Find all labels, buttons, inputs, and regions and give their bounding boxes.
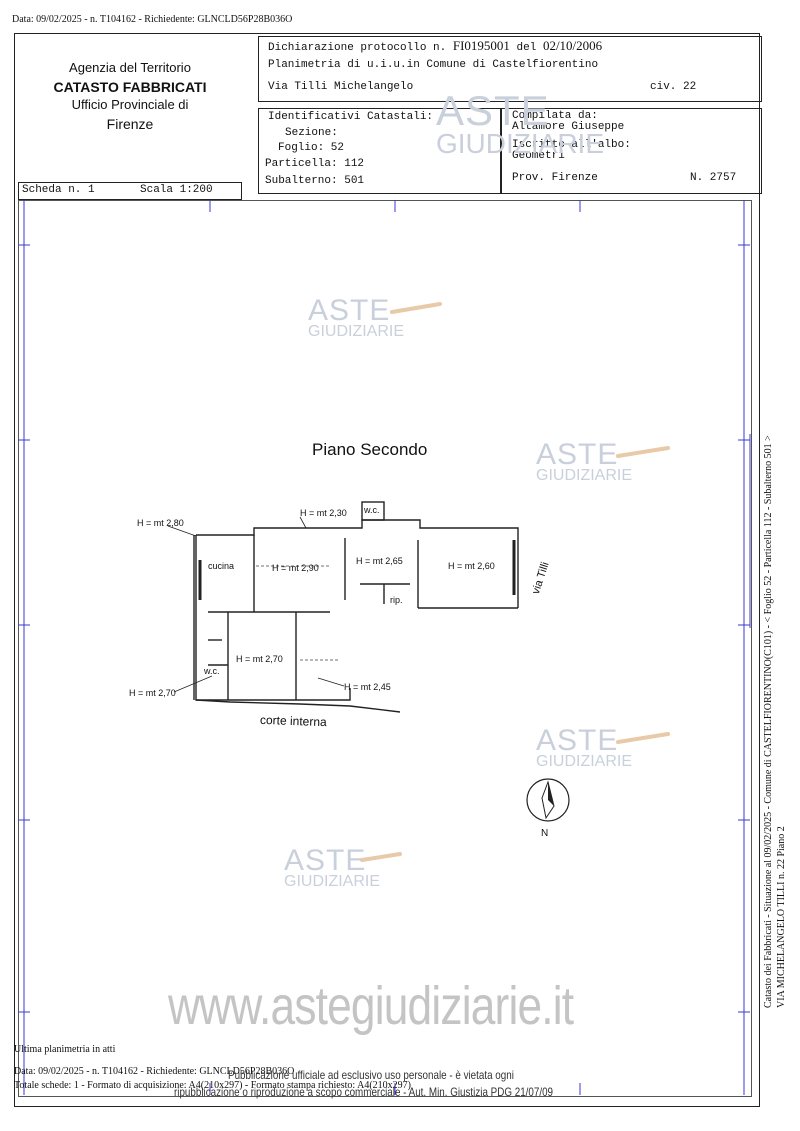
- declaration-line: Dichiarazione protocollo n. FI0195001 de…: [268, 38, 603, 54]
- civic-number: civ. 22: [650, 81, 697, 93]
- publication-notice: ripubblicazione o riproduzione a scopo c…: [174, 1085, 554, 1099]
- side-address: VIA MICHELANGELO TILLI n. 22 Piano 2: [776, 826, 787, 1008]
- footer-totals: Totale schede: 1 - Formato di acquisizio…: [14, 1080, 411, 1091]
- outer-frame: [14, 33, 760, 1107]
- foglio: Foglio: 52: [278, 142, 345, 154]
- particella: Particella: 112: [265, 158, 365, 170]
- watermark-logo: ASTE GIUDIZIARIE: [536, 724, 633, 770]
- watermark-logo: ASTE GIUDIZIARIE: [536, 438, 633, 484]
- label-height: H = mt 2,70: [129, 688, 176, 698]
- label-height: H = mt 2,80: [137, 518, 184, 528]
- declaration-box: [258, 36, 762, 102]
- label-height: H = mt 2,65: [356, 556, 403, 566]
- side-cadastral-info: Catasto dei Fabbricati - Situazione al 0…: [763, 435, 774, 1008]
- albo-value: Geometri: [512, 150, 565, 162]
- identifiers-box: [258, 108, 502, 194]
- top-header: Data: 09/02/2025 - n. T104162 - Richiede…: [12, 14, 293, 25]
- street-line: Via Tilli Michelangelo: [268, 81, 414, 93]
- court-label: corte interna: [259, 712, 327, 730]
- drawing-frame: [18, 200, 752, 1097]
- watermark-logo: ASTE GIUDIZIARIE: [284, 844, 381, 890]
- agency-office: Ufficio Provinciale di: [71, 97, 189, 112]
- registration-number: N. 2757: [690, 172, 737, 184]
- last-plan-note: Ultima planimetria in atti: [14, 1044, 116, 1055]
- agency-block: Agenzia del Territorio CATASTO FABBRICAT…: [20, 60, 240, 132]
- url-watermark: www.astegiudiziarie.it: [168, 976, 574, 1036]
- north-label: N: [541, 828, 549, 839]
- agency-catasto: CATASTO FABBRICATI: [53, 79, 207, 95]
- planimetria-line: Planimetria di u.i.u.in Comune di Castel…: [268, 59, 599, 71]
- label-cucina: cucina: [208, 561, 235, 571]
- label-rip: rip.: [390, 595, 403, 605]
- compiler-box: [500, 108, 762, 194]
- label-height: H = mt 2,90: [272, 563, 319, 573]
- identifiers-title: Identificativi Catastali:: [268, 111, 434, 123]
- watermark-logo: ASTE GIUDIZIARIE: [308, 294, 405, 340]
- label-height: H = mt 2,45: [344, 682, 391, 692]
- publication-notice: Pubblicazione ufficiale ad esclusivo uso…: [228, 1068, 514, 1082]
- compiler-label: Compilata da:: [512, 110, 598, 122]
- label-height: H = mt 2,30: [300, 508, 347, 518]
- scheda-number: Scheda n. 1: [22, 184, 95, 196]
- compiler-name: Altamore Giuseppe: [512, 121, 625, 133]
- province: Prov. Firenze: [512, 172, 598, 184]
- footer-date: Data: 09/02/2025 - n. T104162 - Richiede…: [14, 1066, 295, 1077]
- north-arrow-icon: [526, 778, 570, 822]
- watermark-logo: ASTE GIUDIZIARIE: [436, 87, 605, 159]
- sezione: Sezione:: [285, 127, 338, 139]
- agency-city: Firenze: [106, 116, 154, 132]
- subalterno: Subalterno: 501: [265, 175, 365, 187]
- agency-name: Agenzia del Territorio: [69, 60, 191, 75]
- albo-label: Iscritto all'albo:: [512, 139, 631, 151]
- label-wc: w.c.: [204, 666, 220, 676]
- label-height: H = mt 2,70: [236, 654, 283, 664]
- label-height: H = mt 2,60: [448, 561, 495, 571]
- plan-title: Piano Secondo: [312, 440, 428, 459]
- scheda-box: [18, 182, 242, 200]
- scale: Scala 1:200: [140, 184, 213, 196]
- label-wc: w.c.: [364, 505, 380, 515]
